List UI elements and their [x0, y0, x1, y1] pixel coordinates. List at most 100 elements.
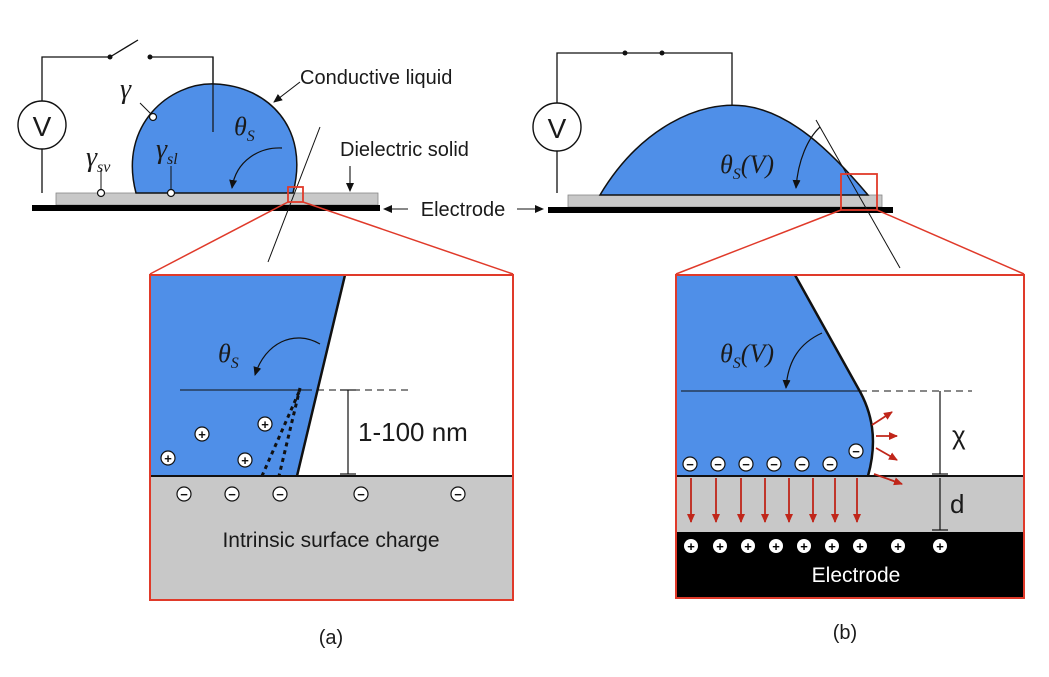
contact-angle-arc	[253, 337, 321, 376]
zoom-line	[149, 201, 289, 275]
voltmeter-label: V	[548, 113, 567, 144]
top-right-setup: V θS(V)	[532, 50, 1025, 275]
liquid-region	[676, 275, 873, 476]
svg-text:+: +	[164, 451, 172, 466]
minus-charge: −	[353, 486, 369, 502]
gamma-label: γ	[120, 74, 132, 105]
electrode-region	[676, 532, 1024, 598]
svg-text:−: −	[357, 487, 365, 502]
svg-text:+: +	[241, 453, 249, 468]
minus-charge: −	[738, 456, 754, 472]
contact-angle-arc	[782, 332, 823, 389]
svg-text:−: −	[276, 487, 284, 502]
liquid-interface	[793, 274, 875, 477]
svg-text:+: +	[936, 539, 944, 554]
minus-charge: −	[176, 486, 192, 502]
open-switch	[109, 39, 139, 58]
zoom-box-left	[287, 186, 304, 203]
field-arrows	[687, 411, 903, 523]
liquid-positive-charges: + + + +	[160, 416, 273, 468]
minus-charge: −	[272, 486, 288, 502]
gamma-sv-marker	[96, 188, 106, 198]
theta-v-label: θS(V)	[720, 339, 774, 372]
plus-charge: +	[194, 426, 210, 442]
svg-text:−: −	[228, 487, 236, 502]
svg-text:+: +	[894, 539, 902, 554]
svg-text:+: +	[716, 539, 724, 554]
svg-text:+: +	[744, 539, 752, 554]
svg-text:−: −	[826, 457, 834, 472]
electrode-bar	[32, 205, 380, 211]
plus-charge: +	[853, 539, 867, 554]
dashed-profile	[277, 387, 302, 477]
range-label: 1-100 nm	[358, 417, 468, 447]
panel-b-frame	[675, 274, 1025, 599]
conductive-liquid-label: Conductive liquid	[300, 67, 452, 89]
theta-v-label: θS(V)	[720, 150, 774, 183]
dielectric-solid-label: Dielectric solid	[340, 139, 469, 161]
panel-b-caption: (b)	[833, 622, 857, 644]
panel-a-frame	[149, 274, 514, 601]
svg-text:−: −	[770, 457, 778, 472]
surface-negative-charges: − − − − −	[176, 486, 466, 502]
minus-charge: −	[794, 456, 810, 472]
svg-text:−: −	[742, 457, 750, 472]
minus-charge: −	[766, 456, 782, 472]
gamma-marker	[148, 112, 158, 122]
gamma-leader	[139, 102, 152, 115]
zoom-box-right	[840, 173, 878, 211]
zoom-line	[876, 209, 1025, 275]
dielectric-region	[676, 476, 1024, 532]
voltmeter-icon	[532, 102, 582, 152]
tangent-line	[815, 119, 901, 269]
voltmeter-label: V	[33, 111, 52, 142]
theta-label: θS	[218, 339, 239, 372]
plus-charge: +	[825, 539, 839, 554]
electrode-positive-charges: + + + + + + + + +	[684, 539, 947, 554]
theta-label: θS	[234, 112, 255, 145]
gamma-sl-label: γsl	[156, 134, 178, 168]
d-label: d	[950, 489, 964, 519]
droplet-spread	[598, 104, 870, 196]
switch-node	[107, 54, 113, 60]
switch-node	[622, 50, 628, 56]
zoom-panel-b: θS(V) − − − − − − −	[675, 274, 1025, 599]
plus-charge: +	[257, 416, 273, 432]
liquid-interface	[295, 274, 347, 477]
svg-text:+: +	[800, 539, 808, 554]
svg-text:−: −	[454, 487, 462, 502]
minus-charge: −	[822, 456, 838, 472]
panel-a-caption: (a)	[319, 627, 343, 649]
chi-label: χ	[952, 420, 966, 450]
top-left-setup: V θS γ γsv γsl Conductive liquid Dielect…	[17, 39, 514, 275]
svg-text:−: −	[180, 487, 188, 502]
plus-charge: +	[769, 539, 783, 554]
switch-node	[659, 50, 665, 56]
minus-charge: −	[682, 456, 698, 472]
intrinsic-charge-label: Intrinsic surface charge	[222, 529, 439, 552]
tangent-line	[267, 126, 321, 263]
svg-text:+: +	[772, 539, 780, 554]
contact-angle-arc	[792, 126, 821, 189]
svg-text:−: −	[686, 457, 694, 472]
svg-text:+: +	[687, 539, 695, 554]
switch-node	[147, 54, 153, 60]
plus-charge: +	[891, 539, 905, 554]
plus-charge: +	[237, 452, 253, 468]
minus-charge: −	[450, 486, 466, 502]
gamma-sl-marker	[166, 188, 176, 198]
voltmeter-icon	[17, 100, 67, 150]
zoom-line	[675, 209, 842, 275]
svg-text:−: −	[714, 457, 722, 472]
conductive-liquid-arrow	[273, 81, 301, 103]
svg-text:−: −	[852, 444, 860, 459]
zoom-panel-a: θS 1-100 nm + + + + − − − − − Intrinsic …	[149, 274, 514, 601]
liquid-negative-charges: − − − − − − −	[682, 443, 864, 472]
svg-text:+: +	[261, 417, 269, 432]
minus-charge: −	[224, 486, 240, 502]
minus-charge: −	[710, 456, 726, 472]
gamma-sv-label: γsv	[86, 142, 111, 176]
liquid-region	[150, 275, 345, 476]
